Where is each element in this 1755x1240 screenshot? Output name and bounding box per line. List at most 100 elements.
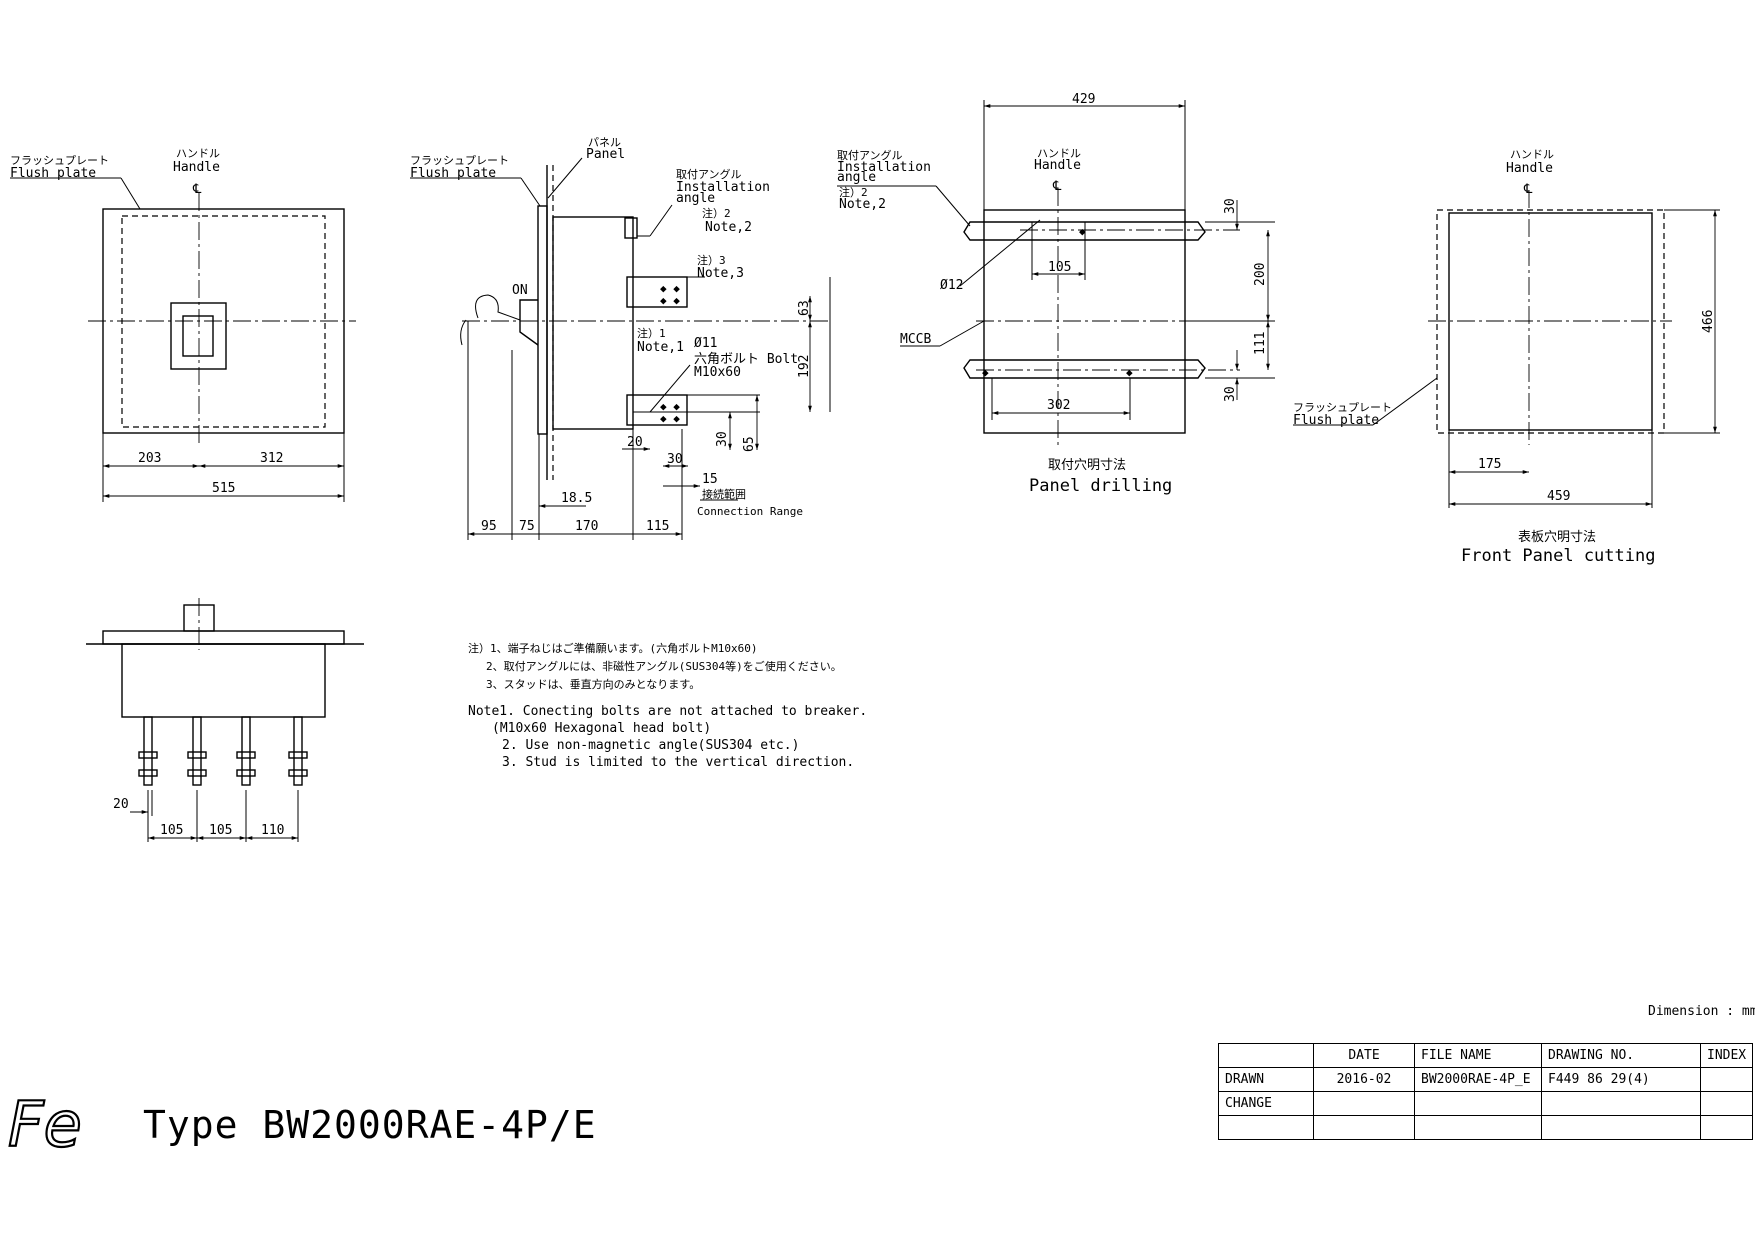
dim-75: 75 bbox=[519, 519, 535, 534]
note-en-1b: (M10x60 Hexagonal head bolt) bbox=[492, 721, 711, 736]
note3-label: Note,3 bbox=[697, 266, 744, 281]
dim-15: 15 bbox=[702, 472, 718, 487]
bolt-dia-label: Ø11 bbox=[694, 336, 717, 351]
note2-ja-label: 注）2 bbox=[702, 206, 731, 220]
breaker-outline bbox=[121, 215, 326, 428]
install-angle-ja-label: 取付アングル bbox=[676, 167, 742, 181]
note-ja-3: 3、スタッドは、垂直方向のみとなります。 bbox=[486, 677, 700, 691]
svg-text:◆ ◆: ◆ ◆ bbox=[660, 400, 680, 413]
file-name-header: FILE NAME bbox=[1414, 1043, 1542, 1068]
centerline-mark: ℄ bbox=[192, 182, 202, 197]
note2-label-drill: Note,2 bbox=[839, 197, 886, 212]
title-block: DATE FILE NAME DRAWING NO. INDEX DRAWN 2… bbox=[1218, 1043, 1754, 1140]
notes: 注）1、端子ねじはご準備願います。(六角ボルトM10x60) 2、取付アングルに… bbox=[468, 641, 867, 770]
breaker-body-bottom bbox=[121, 643, 326, 718]
svg-text:◆: ◆ bbox=[1126, 366, 1133, 379]
flush-plate-label: Flush plate bbox=[10, 166, 96, 181]
dim-170: 170 bbox=[575, 519, 598, 534]
note-en-1: Note1. Conecting bolts are not attached … bbox=[468, 704, 867, 719]
dim-111: 111 bbox=[1253, 332, 1268, 355]
note-en-3: 3. Stud is limited to the vertical direc… bbox=[502, 755, 854, 770]
flush-plate-ja-label-side: フラッシュプレート bbox=[410, 154, 509, 167]
mccb-label: MCCB bbox=[900, 332, 931, 347]
dim-429: 429 bbox=[1072, 92, 1095, 107]
dim-105-bottom-a: 105 bbox=[160, 823, 183, 838]
flush-plate-ja-label-cut: フラッシュプレート bbox=[1293, 401, 1392, 414]
fe-logo: Fe bbox=[8, 1088, 82, 1161]
flush-plate-label-side: Flush plate bbox=[410, 166, 496, 181]
dim-30-bottom: 30 bbox=[1223, 386, 1238, 402]
dim-30-side: 30 bbox=[715, 431, 730, 447]
drawn-drawing-no: F449 86 29(4) bbox=[1541, 1067, 1701, 1092]
dim-20-side: 20 bbox=[627, 435, 643, 450]
drawn-index bbox=[1699, 1067, 1754, 1092]
install-angle-ja-label-drill: 取付アングル bbox=[837, 148, 903, 162]
handle-ja-label-cut: ハンドル bbox=[1510, 148, 1554, 161]
change-date bbox=[1313, 1091, 1415, 1116]
dim-466: 466 bbox=[1701, 310, 1716, 333]
dim-95: 95 bbox=[481, 519, 497, 534]
handle-label: Handle bbox=[173, 160, 220, 175]
breaker-body-side bbox=[552, 216, 634, 430]
dim-515: 515 bbox=[212, 481, 235, 496]
connection-range-label: Connection Range bbox=[697, 505, 803, 518]
terminal-studs bbox=[138, 716, 308, 786]
install-angle-label-1: Installation bbox=[676, 180, 770, 195]
hole-dia-label: Ø12 bbox=[940, 278, 963, 293]
brand: Fe Type BW2000RAE-4P/E bbox=[7, 1087, 597, 1162]
dim-192: 192 bbox=[797, 355, 812, 378]
dim-200: 200 bbox=[1253, 263, 1268, 286]
bottom-angle bbox=[963, 359, 1206, 379]
dimension-unit: Dimension : mm bbox=[1648, 1004, 1755, 1019]
panel-label: Panel bbox=[586, 147, 625, 162]
dim-30-side-b: 30 bbox=[667, 452, 683, 467]
flush-plate-dashed bbox=[1436, 209, 1665, 434]
hex-bolt-size-label: M10x60 bbox=[694, 365, 741, 380]
drawn-file-name: BW2000RAE-4P_E bbox=[1414, 1067, 1542, 1092]
dim-20-bottom: 20 bbox=[113, 797, 129, 812]
dim-105-drill: 105 bbox=[1048, 260, 1071, 275]
dim-105-bottom-b: 105 bbox=[209, 823, 232, 838]
handle-outer bbox=[170, 302, 227, 370]
dim-459: 459 bbox=[1547, 489, 1570, 504]
install-angle-label-drill-2: angle bbox=[837, 170, 876, 185]
svg-text:◆ ◆: ◆ ◆ bbox=[660, 282, 680, 295]
panel-drilling-ja-label: 取付穴明寸法 bbox=[1048, 458, 1126, 473]
flush-plate-side bbox=[537, 205, 548, 435]
front-panel-cutting-label: Front Panel cutting bbox=[1461, 546, 1655, 566]
date-header: DATE bbox=[1313, 1043, 1415, 1068]
dim-312: 312 bbox=[260, 451, 283, 466]
connection-range-ja-label: 接続範囲 bbox=[702, 487, 746, 501]
note-ja-1: 注）1、端子ねじはご準備願います。(六角ボルトM10x60) bbox=[468, 641, 758, 655]
note-en-2: 2. Use non-magnetic angle(SUS304 etc.) bbox=[502, 738, 799, 753]
note2-label: Note,2 bbox=[705, 220, 752, 235]
drawn-date: 2016-02 bbox=[1313, 1067, 1415, 1092]
centerline-mark-cut: ℄ bbox=[1523, 182, 1533, 197]
handle-label-cut: Handle bbox=[1506, 161, 1553, 176]
panel-ja-label: パネル bbox=[588, 136, 621, 149]
handle-inner bbox=[182, 315, 214, 357]
handle-label-drill: Handle bbox=[1034, 158, 1081, 173]
dim-175: 175 bbox=[1478, 457, 1501, 472]
front-panel-cutting-ja-label: 表板穴明寸法 bbox=[1518, 530, 1596, 545]
top-angle bbox=[963, 221, 1206, 241]
change-drawing-no bbox=[1541, 1091, 1701, 1116]
dim-63: 63 bbox=[797, 300, 812, 316]
type-label: Type BW2000RAE-4P/E bbox=[143, 1103, 597, 1147]
dim-110-bottom: 110 bbox=[261, 823, 284, 838]
flush-plate-label-cut: Flush plate bbox=[1293, 413, 1379, 428]
install-angle-label-drill-1: Installation bbox=[837, 160, 931, 175]
title-block-blank-row bbox=[1218, 1115, 1754, 1140]
svg-text:◆: ◆ bbox=[982, 366, 989, 379]
install-angle-label-2: angle bbox=[676, 191, 715, 206]
change-label: CHANGE bbox=[1218, 1091, 1314, 1116]
note1-ja-label: 注）1 bbox=[637, 326, 666, 340]
cutout-outline bbox=[1448, 212, 1653, 431]
title-block-drawn-row: DRAWN 2016-02 BW2000RAE-4P_E F449 86 29(… bbox=[1218, 1067, 1754, 1092]
handle-side bbox=[519, 299, 539, 346]
centerline-mark-drill: ℄ bbox=[1052, 179, 1062, 194]
change-index bbox=[1699, 1091, 1754, 1116]
svg-text:◆ ◆: ◆ ◆ bbox=[660, 412, 680, 425]
note-ja-2: 2、取付アングルには、非磁性アングル(SUS304等)をご使用ください。 bbox=[486, 659, 842, 673]
